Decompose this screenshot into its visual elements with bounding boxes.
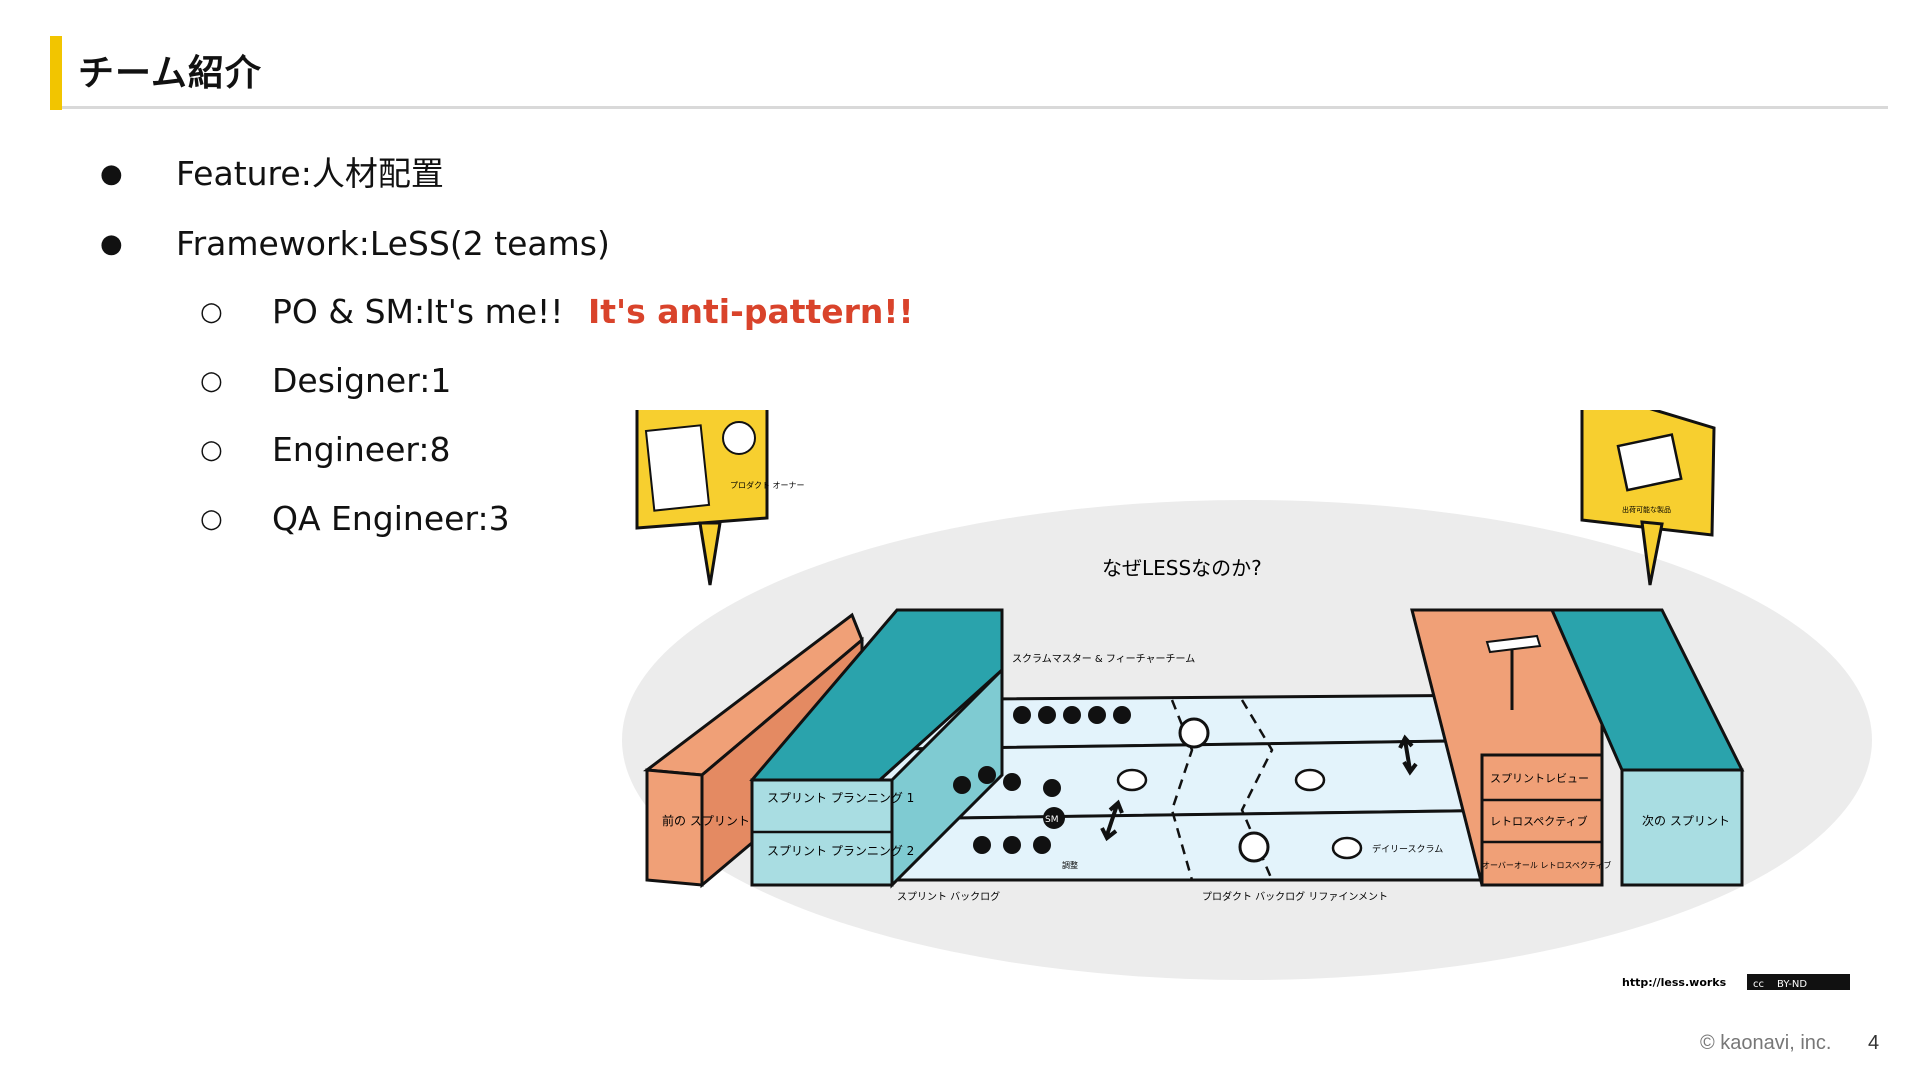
sprint-backlog-label: スプリント バックログ: [897, 890, 1000, 903]
sub-bullet-separator: :: [418, 430, 430, 469]
sprint-review-label: スプリントレビュー: [1490, 772, 1589, 785]
sub-bullet-separator: :: [414, 292, 426, 331]
bullet-separator: :: [300, 154, 312, 193]
sub-bullet-po-sm: PO & SM:It's me!! It's anti-pattern!!: [272, 290, 914, 334]
sub-bullet-engineer: Engineer:8: [272, 428, 451, 472]
sub-bullet-marker: ○: [200, 504, 223, 534]
bullet-separator: :: [358, 224, 370, 263]
credit-url: http://less.works: [1622, 976, 1727, 989]
title-accent-bar: [50, 36, 62, 110]
sub-bullet-marker: ○: [200, 297, 223, 327]
shippable-product-label: 出荷可能な製品: [1622, 505, 1671, 514]
sign-pointer: [698, 521, 722, 586]
overall-retrospective-label: オーバーオール レトロスペクティブ: [1482, 860, 1611, 870]
slide-title: チーム紹介: [78, 53, 262, 94]
bullet-label: Feature: [176, 154, 301, 193]
sub-bullet-value: 8: [429, 430, 451, 469]
illustration-heading: なぜLESSなのか?: [1102, 556, 1262, 580]
sprint-planning-2-label: スプリント プランニング 2: [767, 844, 914, 858]
sub-bullet-designer: Designer:1: [272, 359, 451, 403]
product-owner-avatar: [722, 421, 756, 455]
sm-badge-icon: [1043, 807, 1065, 829]
title-divider: [62, 106, 1888, 109]
copyright-text: © kaonavi, inc.: [1700, 1032, 1832, 1054]
sub-bullet-value: It's me!!: [425, 292, 564, 331]
speech-bubble-icon: [1116, 768, 1148, 792]
license-badge: [1747, 974, 1850, 990]
sign-pointer: [1640, 520, 1664, 586]
license-cc: cc: [1753, 979, 1764, 990]
bullet-marker: ●: [100, 159, 123, 189]
sub-bullet-value: 3: [488, 499, 510, 538]
anti-pattern-note: It's anti-pattern!!: [587, 292, 914, 331]
page-number: 4: [1868, 1032, 1880, 1054]
scrum-master-teams-label: スクラムマスター & フィーチャーチーム: [1012, 653, 1195, 665]
sub-bullet-separator: :: [419, 361, 431, 400]
sub-bullet-label: PO & SM: [272, 292, 415, 331]
coordination-label: 調整: [1062, 860, 1078, 870]
next-sprint-block: [1620, 768, 1744, 887]
speech-bubble-icon: [1294, 768, 1326, 792]
magnifier-icon: [1178, 717, 1210, 749]
product-owner-label: プロダクト オーナー: [730, 480, 805, 490]
sub-bullet-marker: ○: [200, 435, 223, 465]
pbr-label: プロダクト バックログ リファインメント: [1202, 890, 1388, 903]
sub-bullet-qa: QA Engineer:3: [272, 497, 510, 541]
gift-box-icon: [1616, 433, 1683, 492]
sub-bullet-marker: ○: [200, 366, 223, 396]
sprint-planning-1-label: スプリント プランニング 1: [767, 791, 914, 805]
bullet-marker: ●: [100, 229, 123, 259]
bullet-value: 人材配置: [311, 154, 444, 193]
daily-scrum-label: デイリースクラム: [1372, 843, 1443, 855]
planning-block-side: [890, 666, 1004, 889]
sm-badge-label: SM: [1045, 815, 1058, 825]
less-framework-illustration: 前の スプリント スプリント プランニング 1 スプリント プランニング 2 ス…: [622, 410, 1872, 990]
bullet-label: Framework: [176, 224, 359, 263]
sub-bullet-label: Engineer: [272, 430, 419, 469]
previous-sprint-label: 前の スプリント: [662, 813, 750, 828]
speech-bubble-icon: [1331, 836, 1363, 860]
next-sprint-label: 次の スプリント: [1642, 814, 1730, 828]
bullet-feature: Feature:人材配置: [176, 152, 444, 196]
dash-divider-2: [1240, 699, 1274, 881]
team-members-icon: [953, 706, 1131, 854]
backlog-paper-icon: [644, 424, 711, 512]
bullet-framework: Framework:LeSS(2 teams): [176, 222, 610, 266]
sub-bullet-label: Designer: [272, 361, 420, 400]
bullet-value: LeSS(2 teams): [369, 224, 610, 263]
sub-bullet-label: QA Engineer: [272, 499, 478, 538]
sub-bullet-value: 1: [430, 361, 452, 400]
magnifier-icon: [1238, 831, 1270, 863]
signpost-sign: [1485, 634, 1542, 654]
retrospective-label: レトロスペクティブ: [1490, 814, 1588, 828]
license-label: BY-ND: [1777, 979, 1807, 990]
sub-bullet-separator: :: [477, 499, 489, 538]
double-arrow-icon: [1100, 799, 1124, 842]
double-arrow-icon: [1398, 734, 1418, 776]
